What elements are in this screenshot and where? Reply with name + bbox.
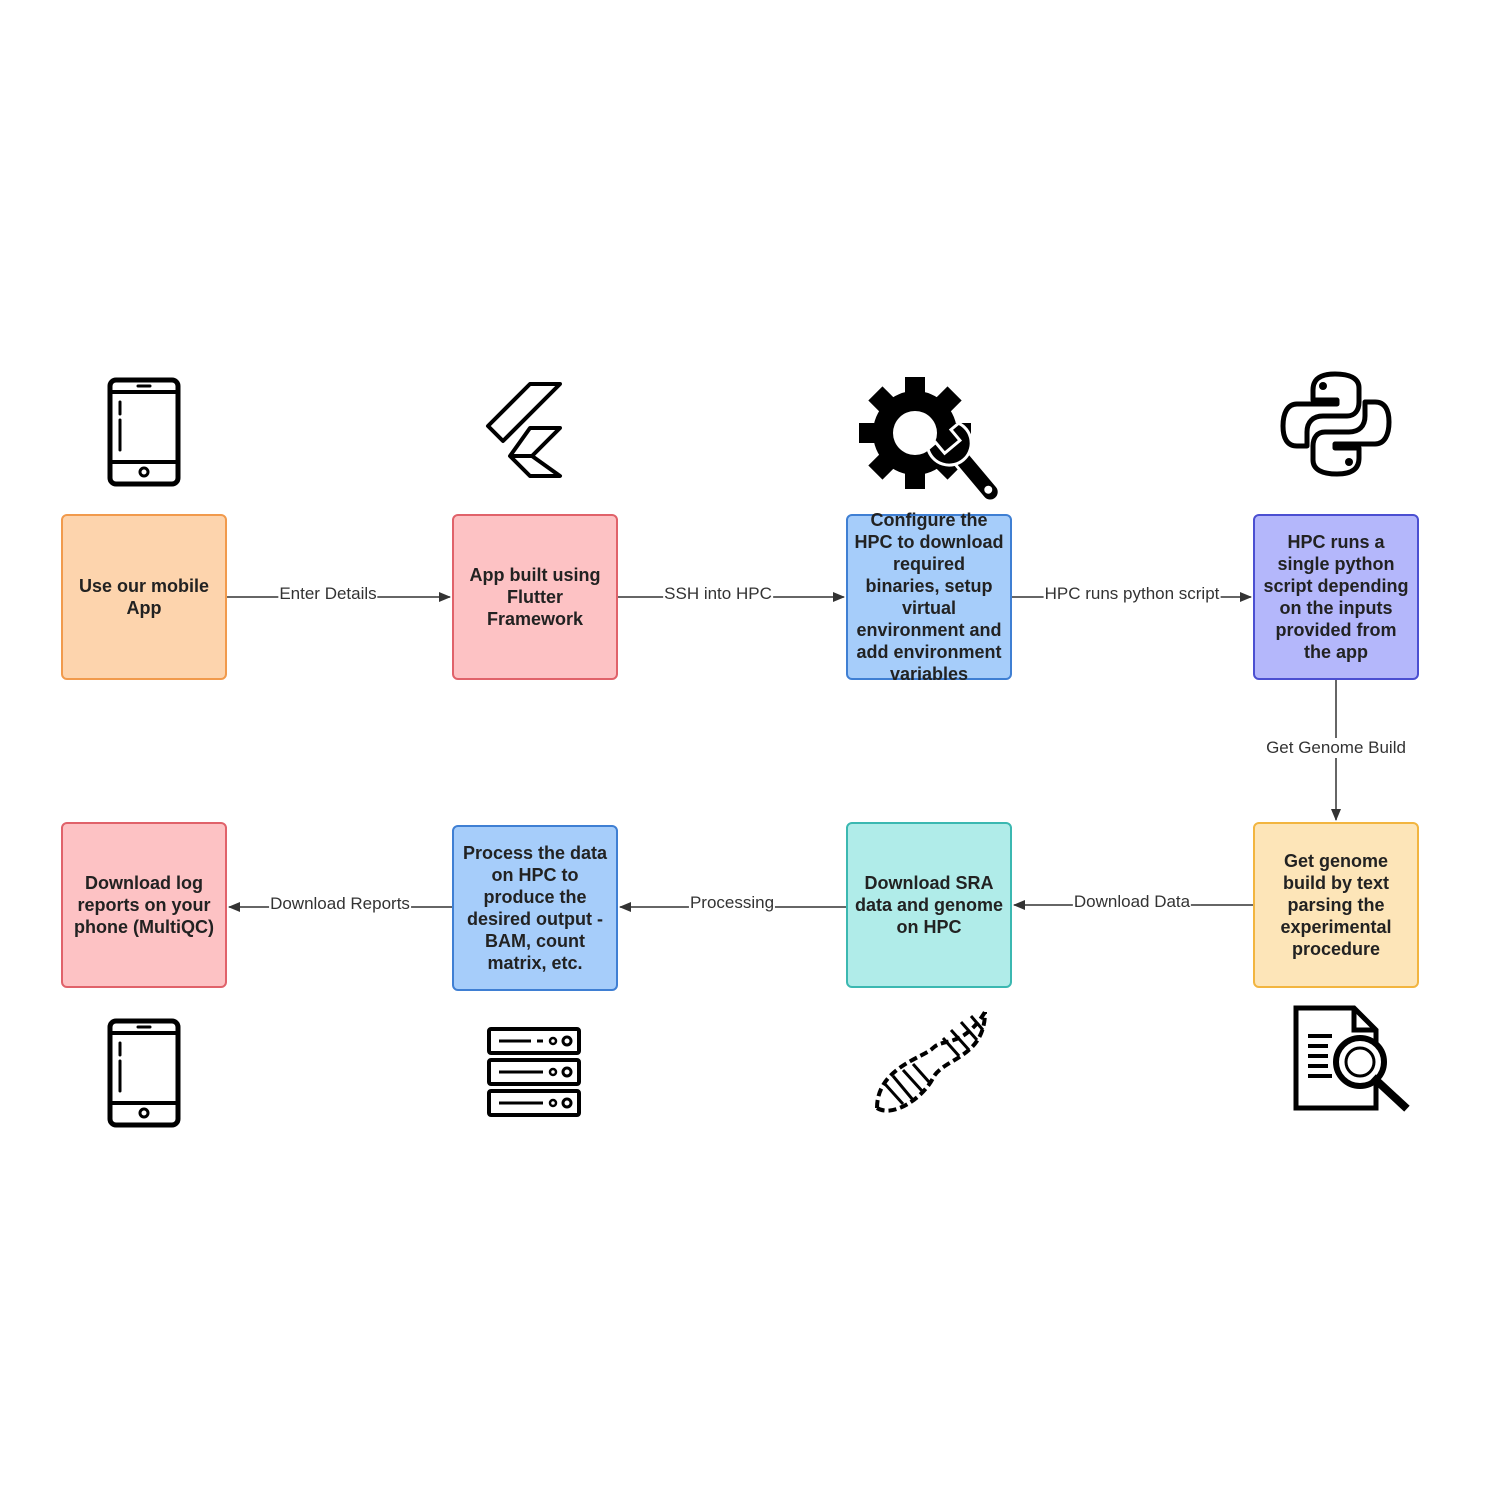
python-logo-icon — [1280, 371, 1392, 477]
node-label: HPC runs a single python script dependin… — [1263, 532, 1409, 662]
edge-label-processing: Processing — [688, 893, 776, 913]
document-search-icon — [1293, 1005, 1410, 1112]
edge-label-download-data: Download Data — [1072, 892, 1192, 912]
node-label: Process the data on HPC to produce the d… — [462, 843, 608, 973]
flutter-logo-icon — [486, 382, 562, 478]
node-flutter-app: App built using Flutter Framework — [452, 514, 618, 680]
node-process-data: Process the data on HPC to produce the d… — [452, 825, 618, 991]
node-label: Download SRA data and genome on HPC — [854, 873, 1004, 937]
edge-label-hpc-runs-python: HPC runs python script — [1043, 584, 1221, 604]
smartphone-icon — [107, 377, 181, 487]
edge-label-download-reports: Download Reports — [269, 894, 411, 914]
node-genome-build: Get genome build by text parsing the exp… — [1253, 822, 1419, 988]
node-python-script: HPC runs a single python script dependin… — [1253, 514, 1419, 680]
node-label: Use our mobile App — [78, 576, 210, 618]
edge-label-get-genome-build: Get Genome Build — [1265, 738, 1407, 758]
server-rack-icon — [487, 1027, 581, 1117]
node-use-mobile-app: Use our mobile App — [61, 514, 227, 680]
gear-wrench-icon — [859, 377, 1001, 503]
node-download-sra: Download SRA data and genome on HPC — [846, 822, 1012, 988]
node-download-log: Download log reports on your phone (Mult… — [61, 822, 227, 988]
edge-label-ssh-into-hpc: SSH into HPC — [663, 584, 773, 604]
node-label: Get genome build by text parsing the exp… — [1280, 851, 1392, 959]
smartphone-icon-bottom — [107, 1018, 181, 1128]
dna-helix-icon — [875, 1010, 987, 1113]
node-label: Configure the HPC to download required b… — [854, 510, 1004, 684]
node-label: Download log reports on your phone (Mult… — [74, 873, 214, 937]
edge-label-enter-details: Enter Details — [278, 584, 378, 604]
node-configure-hpc: Configure the HPC to download required b… — [846, 510, 1012, 684]
node-label: App built using Flutter Framework — [469, 565, 601, 629]
